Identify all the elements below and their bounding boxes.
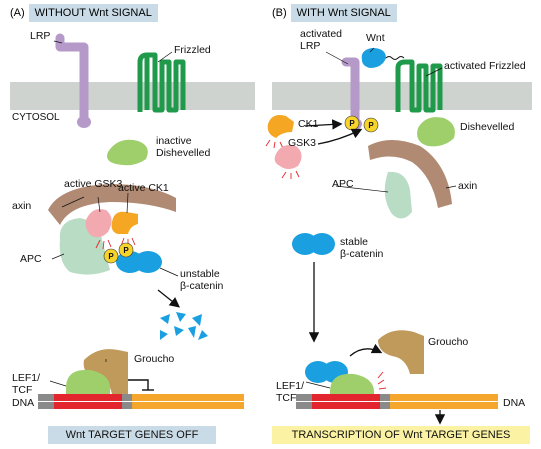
panel-a-title: WITHOUT Wnt SIGNAL bbox=[28, 4, 158, 22]
ck1-right bbox=[267, 115, 294, 138]
panel-a-letter: (A) bbox=[10, 7, 25, 19]
axin-left bbox=[48, 184, 176, 225]
label-beta-catenin-left: unstable β-catenin bbox=[180, 268, 224, 292]
axin-right bbox=[368, 140, 452, 208]
label-ck1-left: active CK1 bbox=[118, 182, 169, 194]
label-axin-right: axin bbox=[458, 180, 478, 192]
label-lef1-tcf-left: LEF1/ TCF bbox=[12, 372, 41, 396]
apc-right bbox=[384, 171, 412, 219]
label-dishevelled-left: inactive Dishevelled bbox=[156, 135, 211, 159]
ck1-arrow bbox=[304, 119, 343, 130]
wnt-ligand bbox=[361, 48, 386, 68]
phosphate-left-2 bbox=[118, 242, 134, 258]
groucho-left bbox=[83, 349, 128, 394]
panel-a-footer: Wnt TARGET GENES OFF bbox=[48, 426, 216, 444]
label-dna-right: DNA bbox=[503, 397, 526, 409]
dna-left bbox=[38, 394, 244, 409]
panel-b-footer: TRANSCRIPTION OF Wnt TARGET GENES bbox=[272, 426, 530, 444]
label-cytosol: CYTOSOL bbox=[12, 112, 60, 123]
groucho-repression-bar bbox=[128, 379, 149, 390]
panel-b-letter: (B) bbox=[272, 7, 287, 19]
groucho-right bbox=[378, 330, 424, 374]
kinase-activity-marks-left bbox=[95, 237, 136, 250]
label-groucho-right: Groucho bbox=[428, 336, 469, 348]
lrp-receptor-right bbox=[341, 57, 360, 127]
label-dishevelled-right: Dishevelled bbox=[460, 121, 515, 133]
ck1-left bbox=[111, 211, 138, 234]
label-gsk3-right: GSK3 bbox=[288, 137, 317, 149]
frizzled-receptor-right bbox=[395, 59, 443, 113]
label-p-left-1: P bbox=[108, 252, 114, 261]
label-apc-right: APC bbox=[332, 178, 354, 190]
membrane-right bbox=[272, 82, 532, 110]
lef1-tcf-left bbox=[66, 369, 110, 394]
dishevelled-right bbox=[417, 117, 455, 147]
dna-right bbox=[296, 394, 498, 409]
label-ck1-right: CK1 bbox=[298, 118, 319, 130]
label-p-right-2: P bbox=[368, 121, 374, 130]
label-p-left-2: P bbox=[123, 246, 129, 255]
lef1-tcf-right bbox=[330, 373, 374, 394]
label-groucho-left: Groucho bbox=[134, 353, 175, 365]
phosphate-right-2 bbox=[363, 117, 379, 133]
leader-lines bbox=[49, 40, 457, 389]
beta-catenin-right bbox=[292, 233, 335, 255]
label-p-right-1: P bbox=[349, 119, 355, 128]
degradation-arrow bbox=[157, 289, 181, 308]
label-lrp-left: LRP bbox=[30, 30, 51, 42]
label-axin-left: axin bbox=[12, 200, 32, 212]
gsk3-right bbox=[274, 145, 302, 169]
groucho-displacement-arrow bbox=[349, 343, 383, 357]
label-lrp-right: activated LRP bbox=[300, 28, 343, 52]
frizzled-receptor-left bbox=[137, 52, 186, 113]
label-apc-left: APC bbox=[20, 253, 42, 265]
panel-b-header: (B)WITH Wnt SIGNAL bbox=[272, 4, 397, 22]
panel-b-title: WITH Wnt SIGNAL bbox=[290, 4, 397, 22]
panel-a-header: (A)WITHOUT Wnt SIGNAL bbox=[10, 4, 158, 22]
label-frizzled-left: Frizzled bbox=[174, 44, 211, 56]
gsk3-arrow bbox=[317, 128, 363, 145]
label-beta-catenin-right: stable β-catenin bbox=[340, 236, 384, 260]
phosphate-left-1 bbox=[103, 248, 119, 264]
lrp-tail-left bbox=[77, 116, 91, 128]
label-dna-left: DNA bbox=[12, 397, 35, 409]
label-frizzled-right: activated Frizzled bbox=[444, 60, 526, 72]
membrane-left bbox=[10, 82, 255, 110]
label-lef1-tcf-right: LEF1/ TCF bbox=[276, 380, 305, 404]
label-wnt: Wnt bbox=[366, 32, 385, 44]
degraded-beta-catenin-fragments bbox=[160, 312, 208, 340]
dishevelled-left bbox=[107, 139, 148, 166]
label-gsk3-left: active GSK3 bbox=[64, 178, 123, 190]
gsk3-left bbox=[85, 209, 112, 238]
